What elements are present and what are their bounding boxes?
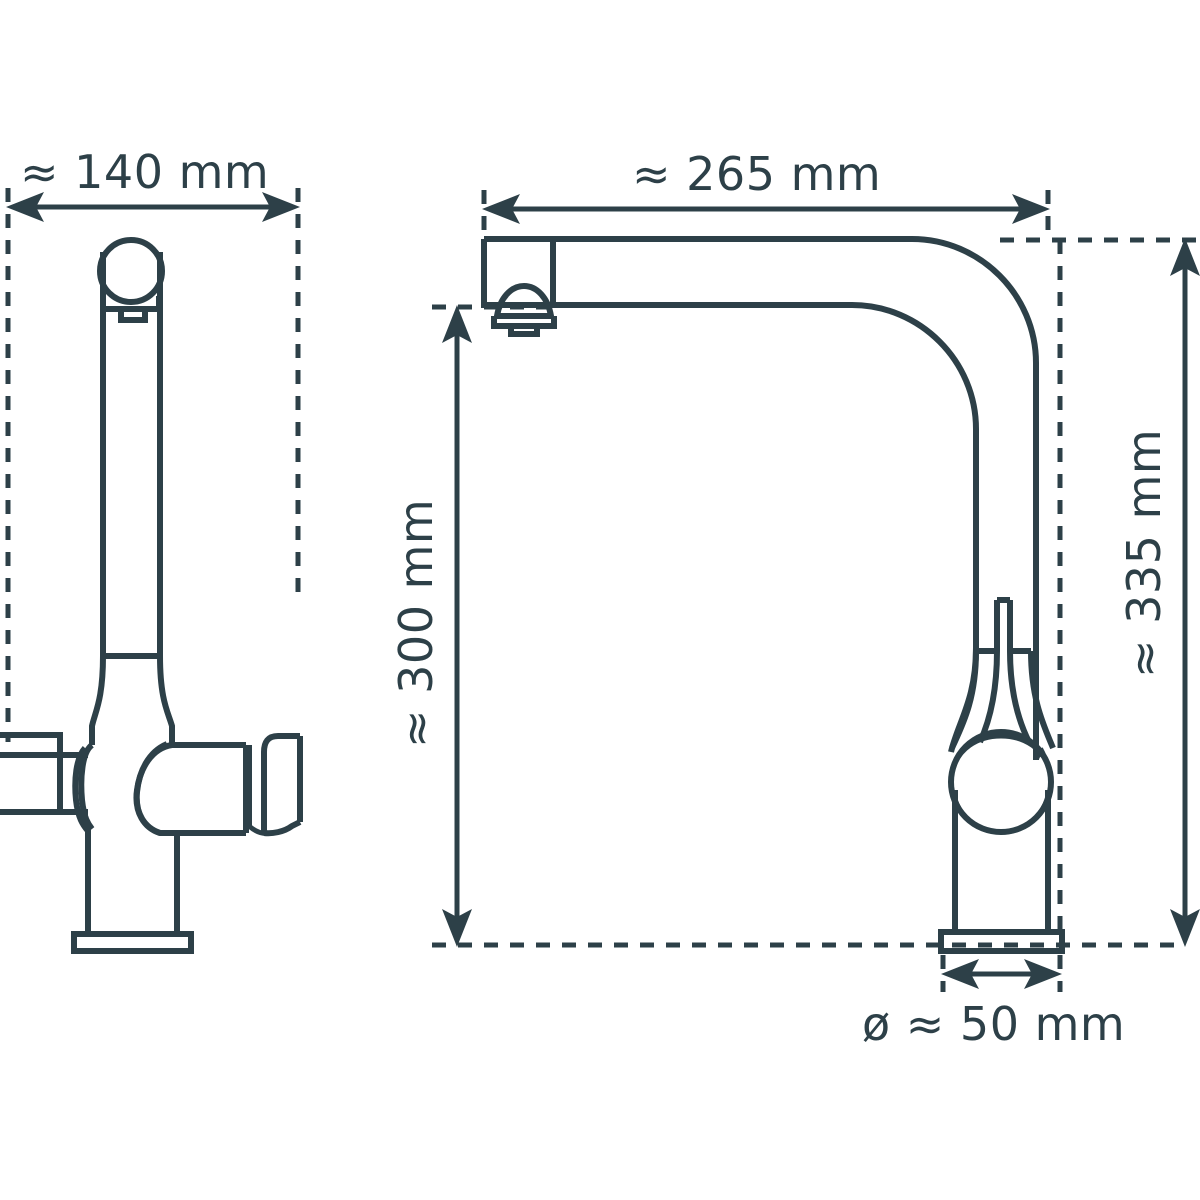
aerator-nut bbox=[508, 326, 540, 337]
arrow-head-bottom bbox=[1170, 909, 1200, 947]
arrow-head-left bbox=[941, 959, 979, 989]
spout-outlet-nut bbox=[118, 309, 148, 323]
faucet-front-view bbox=[0, 237, 303, 954]
lever-arm-underside bbox=[247, 824, 269, 836]
body-flare-right bbox=[157, 655, 175, 745]
swivel-ball-highlight bbox=[950, 733, 1052, 770]
side-connector-block bbox=[0, 732, 63, 815]
arrow-head-right bbox=[1012, 194, 1050, 224]
arrow-head-right bbox=[262, 192, 300, 222]
arrow-head-left bbox=[482, 194, 520, 224]
aerator-base-plate bbox=[491, 316, 557, 329]
handle-hub-dome-inner bbox=[133, 741, 169, 836]
dimension-label-width-front: ≈ 140 mm bbox=[20, 145, 269, 199]
joystick-lever-flank-left bbox=[949, 650, 979, 750]
arrow-head-top bbox=[1170, 238, 1200, 276]
swivel-collar-left-inner bbox=[72, 745, 91, 833]
lever-arm-tip bbox=[263, 819, 302, 837]
joystick-lever-taper-right bbox=[1007, 650, 1032, 744]
spout-arm-top-profile bbox=[484, 236, 1039, 745]
aerator-dome bbox=[493, 282, 555, 319]
spout-arm-bottom-profile bbox=[553, 302, 979, 640]
arrow-head-bottom bbox=[442, 909, 472, 947]
base-plate bbox=[938, 929, 1065, 954]
dimension-spout-height: ≈ 300 mm bbox=[389, 304, 1176, 948]
body-flare-left bbox=[89, 655, 106, 745]
joystick-lever-flank-right bbox=[1028, 650, 1056, 750]
joystick-lever-taper-left bbox=[977, 650, 1000, 744]
faucet-side-view bbox=[481, 236, 1065, 954]
dimension-width-front: ≈ 140 mm bbox=[5, 145, 301, 742]
dimension-label-total-height: ≈ 335 mm bbox=[1117, 429, 1171, 678]
spout-outlet-ring bbox=[97, 237, 165, 305]
arrow-head-left bbox=[6, 192, 44, 222]
dimension-base-diameter: ø ≈ 50 mm bbox=[862, 955, 1125, 1051]
arrow-head-top bbox=[442, 305, 472, 343]
dimension-total-height: ≈ 335 mm bbox=[1000, 237, 1200, 947]
arrow-head-right bbox=[1024, 959, 1062, 989]
dimension-reach-side: ≈ 265 mm bbox=[481, 147, 1051, 232]
dimension-label-spout-height: ≈ 300 mm bbox=[389, 499, 443, 748]
base-plate bbox=[71, 931, 194, 954]
lever-arm bbox=[261, 733, 300, 833]
swivel-ball-lower-arc bbox=[951, 795, 1051, 835]
dimension-label-reach-side: ≈ 265 mm bbox=[632, 147, 881, 201]
dimension-label-base-diameter: ø ≈ 50 mm bbox=[862, 997, 1125, 1051]
